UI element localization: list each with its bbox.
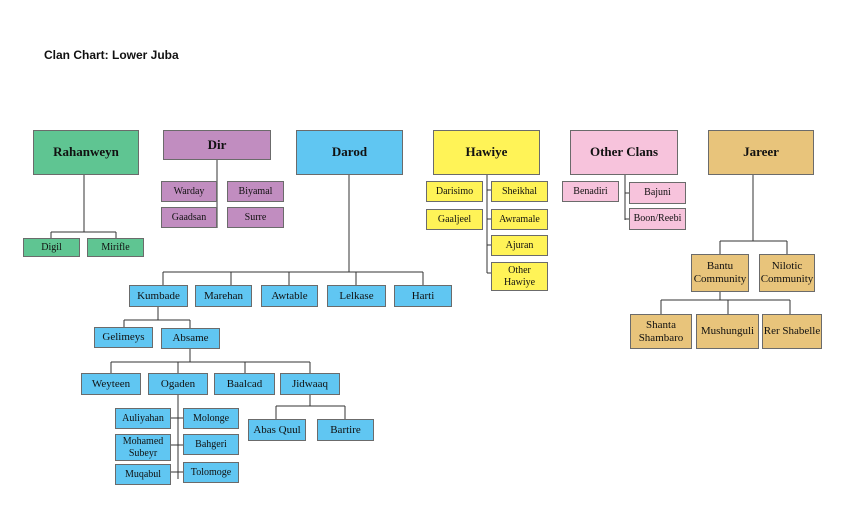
clan-absame: Absame (161, 328, 220, 349)
family-jareer: Jareer (708, 130, 814, 175)
clan-awtable: Awtable (261, 285, 318, 307)
family-hawiye: Hawiye (433, 130, 540, 175)
clan-bajuni: Bajuni (629, 182, 686, 204)
clan-auliyahan: Auliyahan (115, 408, 171, 429)
clan-molonge: Molonge (183, 408, 239, 429)
clan-ajuran: Ajuran (491, 235, 548, 256)
clan-awramale: Awramale (491, 209, 548, 230)
clan-weyteen: Weyteen (81, 373, 141, 395)
family-dir: Dir (163, 130, 271, 160)
family-other-clans: Other Clans (570, 130, 678, 175)
clan-sheikhal: Sheikhal (491, 181, 548, 202)
clan-warday: Warday (161, 181, 217, 202)
clan-mirifle: Mirifle (87, 238, 144, 257)
family-darod: Darod (296, 130, 403, 175)
clan-gelimeys: Gelimeys (94, 327, 153, 348)
group-shanta-shambaro: Shanta Shambaro (630, 314, 692, 349)
clan-other-hawiye: Other Hawiye (491, 262, 548, 291)
clan-bartire: Bartire (317, 419, 374, 441)
family-rahanweyn: Rahanweyn (33, 130, 139, 175)
clan-gaadsan: Gaadsan (161, 207, 217, 228)
group-mushunguli: Mushunguli (696, 314, 759, 349)
clan-ogaden: Ogaden (148, 373, 208, 395)
group-nilotic-community: Nilotic Community (759, 254, 815, 292)
clan-baalcad: Baalcad (214, 373, 275, 395)
clan-surre: Surre (227, 207, 284, 228)
clan-digil: Digil (23, 238, 80, 257)
clan-tolomoge: Tolomoge (183, 462, 239, 483)
clan-bahgeri: Bahgeri (183, 434, 239, 455)
clan-boon-reebi: Boon/Reebi (629, 208, 686, 230)
chart-title: Clan Chart: Lower Juba (44, 48, 179, 62)
clan-muqabul: Muqabul (115, 464, 171, 485)
clan-biyamal: Biyamal (227, 181, 284, 202)
clan-kumbade: Kumbade (129, 285, 188, 307)
clan-lelkase: Lelkase (327, 285, 386, 307)
clan-marehan: Marehan (195, 285, 252, 307)
clan-benadiri: Benadiri (562, 181, 619, 202)
group-rer-shabelle: Rer Shabelle (762, 314, 822, 349)
clan-harti: Harti (394, 285, 452, 307)
clan-jidwaaq: Jidwaaq (280, 373, 340, 395)
clan-darisimo: Darisimo (426, 181, 483, 202)
clan-abas-quul: Abas Quul (248, 419, 306, 441)
group-bantu-community: Bantu Community (691, 254, 749, 292)
clan-gaaljeel: Gaaljeel (426, 209, 483, 230)
clan-mohamed-subeyr: Mohamed Subeyr (115, 434, 171, 461)
